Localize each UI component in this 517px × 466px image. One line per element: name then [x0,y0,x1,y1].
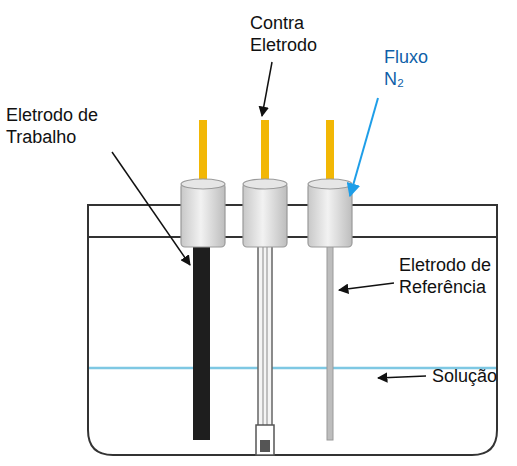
counter-electrode-tube [258,240,272,427]
electrode-cap [243,179,287,247]
gas-flow-label: Fluxo N₂ [384,46,446,90]
leader-arrow [262,62,272,116]
solution-label: Solução [432,365,512,387]
electrode-lead [261,120,269,186]
gas-flow-arrow [350,98,378,196]
electrode-lead [326,120,334,186]
leader-arrow [378,376,426,378]
counter-electrode-wire [263,245,264,425]
leader-arrow [339,283,394,290]
working-electrode-label: Eletrodo de Trabalho [6,104,118,148]
counter-electrode-wire [267,245,268,425]
electrode-cap [308,179,352,247]
electrode-lead [199,120,207,186]
electrode-cap [181,179,225,247]
reference-electrode-rod [327,240,333,440]
beaker-lid [88,205,497,237]
counter-electrode-frit [260,440,270,452]
working-electrode-rod [193,240,210,440]
reference-electrode-label: Eletrodo de Referência [399,254,511,298]
counter-electrode-tip [256,425,274,455]
leader-arrow [112,152,190,265]
counter-electrode-label: Contra Eletrodo [250,12,340,56]
